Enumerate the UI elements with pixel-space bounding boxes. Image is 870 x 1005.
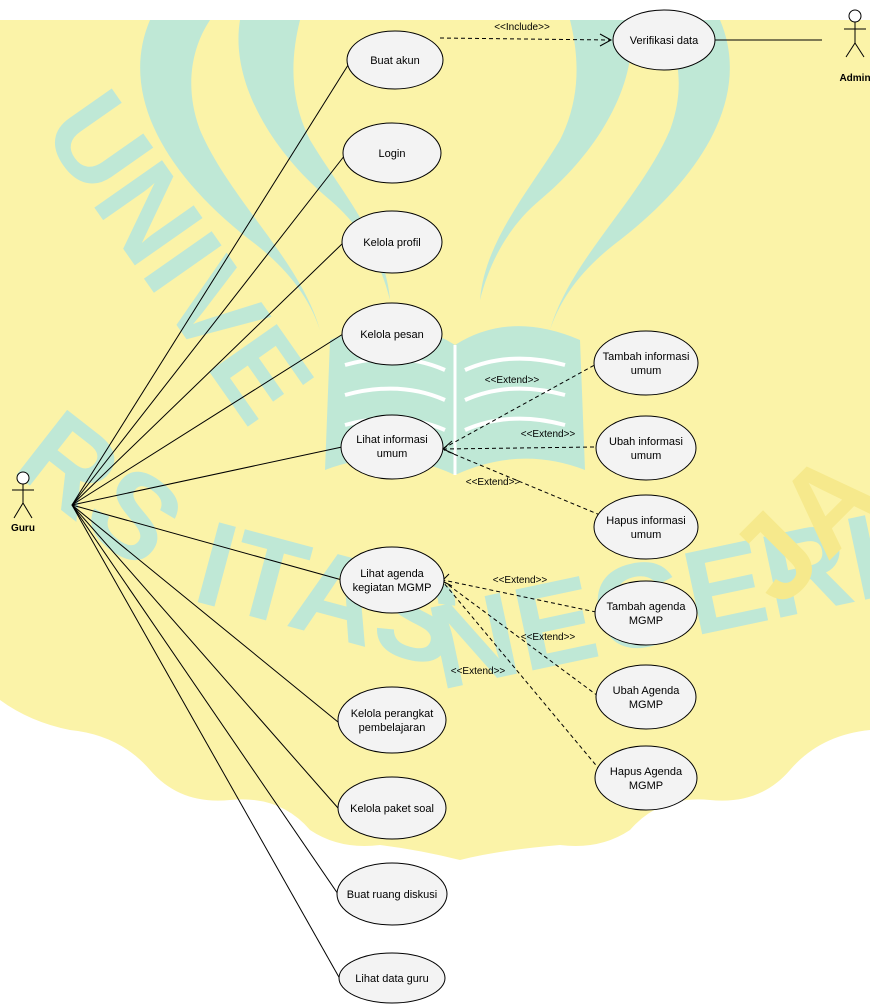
assoc-login <box>71 154 346 506</box>
svg-text:Ubah informasi: Ubah informasi <box>609 436 683 448</box>
svg-text:Kelola paket soal: Kelola paket soal <box>350 803 434 815</box>
use-case-verifikasi-data[interactable]: Verifikasi data <box>612 9 716 71</box>
svg-text:pembelajaran: pembelajaran <box>359 722 426 734</box>
extend-label-4: <<Extend>> <box>493 575 548 586</box>
svg-text:Lihat agenda: Lihat agenda <box>360 568 424 580</box>
extend-label-2: <<Extend>> <box>521 429 576 440</box>
svg-text:MGMP: MGMP <box>629 780 663 792</box>
svg-text:Tambah informasi: Tambah informasi <box>603 351 690 363</box>
extend-hapus-informasi <box>443 449 601 516</box>
svg-text:umum: umum <box>377 448 408 460</box>
extend-tambah-informasi <box>443 361 601 449</box>
use-case-buat-akun[interactable]: Buat akun <box>346 30 444 90</box>
svg-text:Lihat data guru: Lihat data guru <box>355 973 428 985</box>
svg-text:Hapus Agenda: Hapus Agenda <box>610 766 683 778</box>
extend-label-3: <<Extend>> <box>466 477 521 488</box>
watermark-leaf-left-2 <box>238 20 390 300</box>
assoc-lihat-data-guru <box>71 504 341 980</box>
use-case-kelola-perangkat[interactable]: Kelola perangkat pembelajaran <box>337 686 447 754</box>
assoc-kelola-perangkat <box>71 504 339 723</box>
watermark-logo: UNIVE RS ITAS NEGERI JA <box>0 20 870 860</box>
watermark-leaf-right-2 <box>480 20 632 300</box>
use-case-kelola-profil[interactable]: Kelola profil <box>341 210 443 274</box>
svg-text:Verifikasi data: Verifikasi data <box>630 35 699 47</box>
include-arrowhead <box>599 33 613 47</box>
include-line <box>439 37 611 41</box>
assoc-kelola-pesan <box>71 333 344 506</box>
actor-guru-head <box>16 471 30 485</box>
assoc-lihat-informasi <box>71 446 343 506</box>
use-case-ubah-informasi-umum[interactable]: Ubah informasi umum <box>595 415 697 481</box>
use-case-tambah-agenda[interactable]: Tambah agenda MGMP <box>594 580 698 646</box>
use-case-kelola-pesan[interactable]: Kelola pesan <box>341 302 443 366</box>
assoc-buat-akun <box>71 61 351 506</box>
actor-admin[interactable]: Admin <box>839 9 870 84</box>
use-case-login[interactable]: Login <box>342 122 442 184</box>
svg-text:Kelola perangkat: Kelola perangkat <box>351 708 434 720</box>
use-case-kelola-paket-soal[interactable]: Kelola paket soal <box>337 776 447 840</box>
svg-text:kegiatan MGMP: kegiatan MGMP <box>353 582 432 594</box>
svg-text:Tambah agenda: Tambah agenda <box>607 601 687 613</box>
extend-label-5: <<Extend>> <box>521 632 576 643</box>
use-case-lihat-data-guru[interactable]: Lihat data guru <box>338 952 446 1004</box>
svg-text:Kelola profil: Kelola profil <box>363 237 420 249</box>
svg-text:MGMP: MGMP <box>629 699 663 711</box>
actor-guru[interactable]: Guru <box>11 471 35 534</box>
svg-text:umum: umum <box>631 365 662 377</box>
extend-label-1: <<Extend>> <box>485 375 540 386</box>
guru-associations <box>71 61 351 980</box>
actor-guru-label: Guru <box>11 523 35 534</box>
svg-text:umum: umum <box>631 529 662 541</box>
dependencies: <<Include>> <<Extend>> <<Extend>> <<Exte… <box>439 22 613 771</box>
use-case-tambah-informasi-umum[interactable]: Tambah informasi umum <box>593 330 699 396</box>
svg-text:Buat ruang diskusi: Buat ruang diskusi <box>347 889 438 901</box>
use-case-hapus-agenda[interactable]: Hapus Agenda MGMP <box>594 745 698 811</box>
use-case-hapus-informasi-umum[interactable]: Hapus informasi umum <box>593 494 699 560</box>
watermark-leaf-left-1 <box>140 20 320 330</box>
assoc-buat-ruang-diskusi <box>71 504 339 895</box>
use-case-buat-ruang-diskusi[interactable]: Buat ruang diskusi <box>336 862 448 926</box>
actor-admin-label: Admin <box>839 73 870 84</box>
use-case-ubah-agenda[interactable]: Ubah Agenda MGMP <box>595 664 697 730</box>
extend-label-6: <<Extend>> <box>451 666 506 677</box>
svg-text:Kelola pesan: Kelola pesan <box>360 329 424 341</box>
assoc-kelola-profil <box>71 242 344 506</box>
svg-text:umum: umum <box>631 450 662 462</box>
watermark-leaf-right-1 <box>550 20 730 330</box>
assoc-kelola-paket-soal <box>71 504 339 809</box>
svg-text:Lihat informasi: Lihat informasi <box>356 434 428 446</box>
actor-admin-head <box>848 9 862 23</box>
svg-text:Login: Login <box>379 148 406 160</box>
use-case-lihat-agenda-kegiatan[interactable]: Lihat agenda kegiatan MGMP <box>339 546 445 614</box>
assoc-lihat-agenda <box>71 504 343 581</box>
extend-tambah-agenda <box>442 579 597 613</box>
svg-text:Hapus informasi: Hapus informasi <box>606 515 685 527</box>
svg-text:Ubah Agenda: Ubah Agenda <box>613 685 681 697</box>
use-case-lihat-informasi-umum[interactable]: Lihat informasi umum <box>340 414 444 480</box>
svg-text:Buat akun: Buat akun <box>370 55 420 67</box>
svg-text:MGMP: MGMP <box>629 615 663 627</box>
extend-hapus-agenda <box>442 581 601 771</box>
include-label: <<Include>> <box>494 22 550 33</box>
